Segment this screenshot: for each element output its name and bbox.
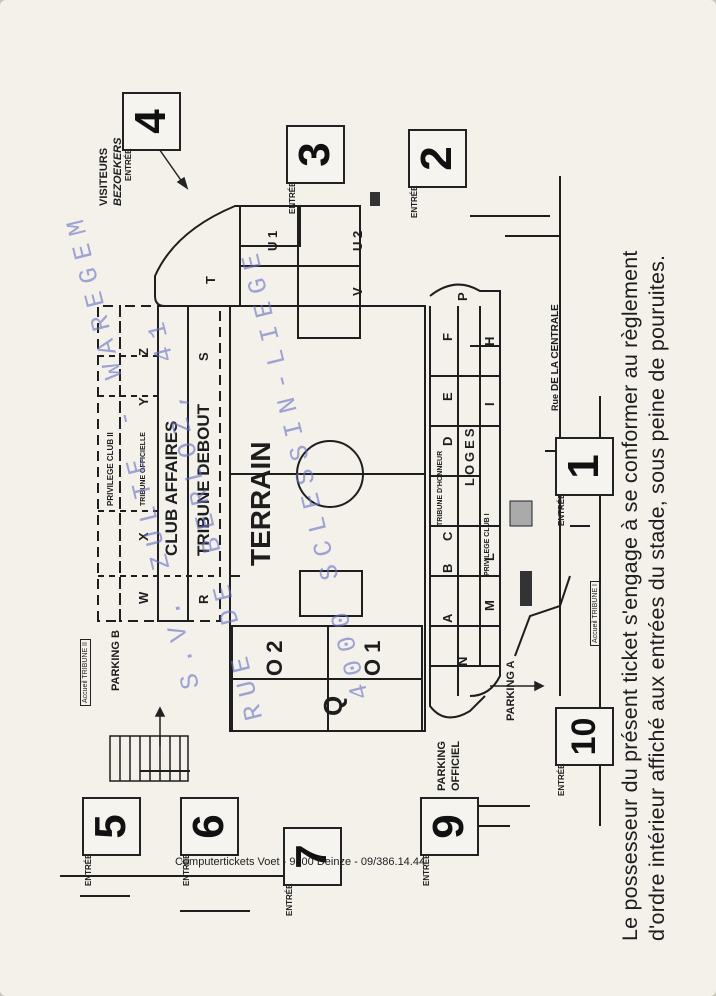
gate-1-entree: ENTRÉE [557, 493, 566, 526]
block-m: M [482, 600, 497, 611]
stand-v [297, 265, 361, 339]
gate-4-number: 4 [126, 109, 175, 134]
block-h: H [482, 336, 497, 346]
block-w: W [136, 591, 151, 604]
parking-a-label: PARKING A [505, 660, 517, 722]
gate-10-entree: ENTRÉE [557, 763, 566, 796]
block-a: A [440, 613, 455, 623]
gate-2: ENTRÉE 2 [408, 129, 467, 218]
block-e: E [440, 392, 455, 401]
block-f: F [440, 333, 455, 341]
block-t: T [203, 276, 218, 284]
gate-2-entree: ENTRÉE [410, 185, 419, 218]
block-c: C [440, 531, 455, 541]
block-p: P [455, 292, 470, 301]
printer-credit: Computertickets Voet - 9800 Deinze - 09/… [175, 856, 426, 868]
gate-5: ENTRÉE 5 [82, 797, 141, 886]
gate-1-number: 1 [559, 454, 608, 479]
block-n: N [455, 656, 470, 666]
gate-3-number: 3 [290, 142, 339, 167]
block-l: L [482, 553, 497, 561]
street-name: DE LA CENTRALE [550, 304, 561, 391]
gate-6: ENTRÉE 6 [180, 797, 239, 886]
privilege-club-ii-label: PRIVILEGE CLUB II [106, 432, 115, 506]
notice-line-1: Le possesseur du présent ticket s'engage… [618, 250, 642, 941]
gate-4: ENTRÉE 4 [122, 92, 181, 181]
block-y: Y [136, 397, 151, 406]
gate-3: ENTRÉE 3 [286, 125, 345, 214]
gate-6-number: 6 [184, 814, 233, 839]
gate-10: ENTRÉE 10 [555, 707, 614, 796]
notice-line-2: d'ordre intérieur affiché aux entrées du… [645, 254, 669, 941]
center-circle [296, 440, 364, 508]
accueil-tribune-ii: Accueil TRIBUNE II [80, 639, 91, 706]
parking-officiel-label-1: PARKING [436, 741, 448, 791]
block-v: V [350, 287, 365, 296]
block-o2: O 2 [262, 640, 287, 676]
block-u2: U 2 [350, 230, 365, 251]
gate-1: ENTRÉE 1 [555, 437, 614, 526]
street-rue: Rue [550, 393, 560, 411]
block-i: I [482, 402, 497, 406]
parking-b-label: PARKING B [110, 630, 122, 691]
gate-3-entree: ENTRÉE [288, 181, 297, 214]
gate-2-number: 2 [412, 146, 461, 171]
gate-9: ENTRÉE 9 [420, 797, 479, 886]
gate-9-number: 9 [424, 814, 473, 839]
field-label: TERRAIN [245, 441, 276, 566]
gate-5-number: 5 [86, 814, 135, 839]
gate-10-number: 10 [565, 717, 603, 756]
block-b: B [440, 563, 455, 573]
visiteurs-label: VISITEURS [98, 147, 110, 206]
block-u1: U 1 [265, 230, 280, 251]
accueil-tribune-i: Accueil TRIBUNE I [590, 581, 601, 646]
stand-tribune-debout [187, 305, 221, 622]
parking-officiel-label-2: OFFICIEL [450, 740, 462, 791]
block-d: D [440, 436, 455, 446]
block-s: S [196, 352, 211, 361]
gate-4-entree: ENTRÉE [124, 148, 133, 181]
privilege-club-i-label: PRIVILEGE CLUB I [484, 513, 491, 576]
block-q: Q [318, 695, 348, 716]
gate-7-entree: ENTRÉE [285, 883, 294, 916]
loges-label: LOGES [462, 425, 477, 486]
tribune-honneur-label: TRIBUNE D'HONNEUR [437, 450, 444, 526]
gate-5-entree: ENTRÉE [84, 853, 93, 886]
